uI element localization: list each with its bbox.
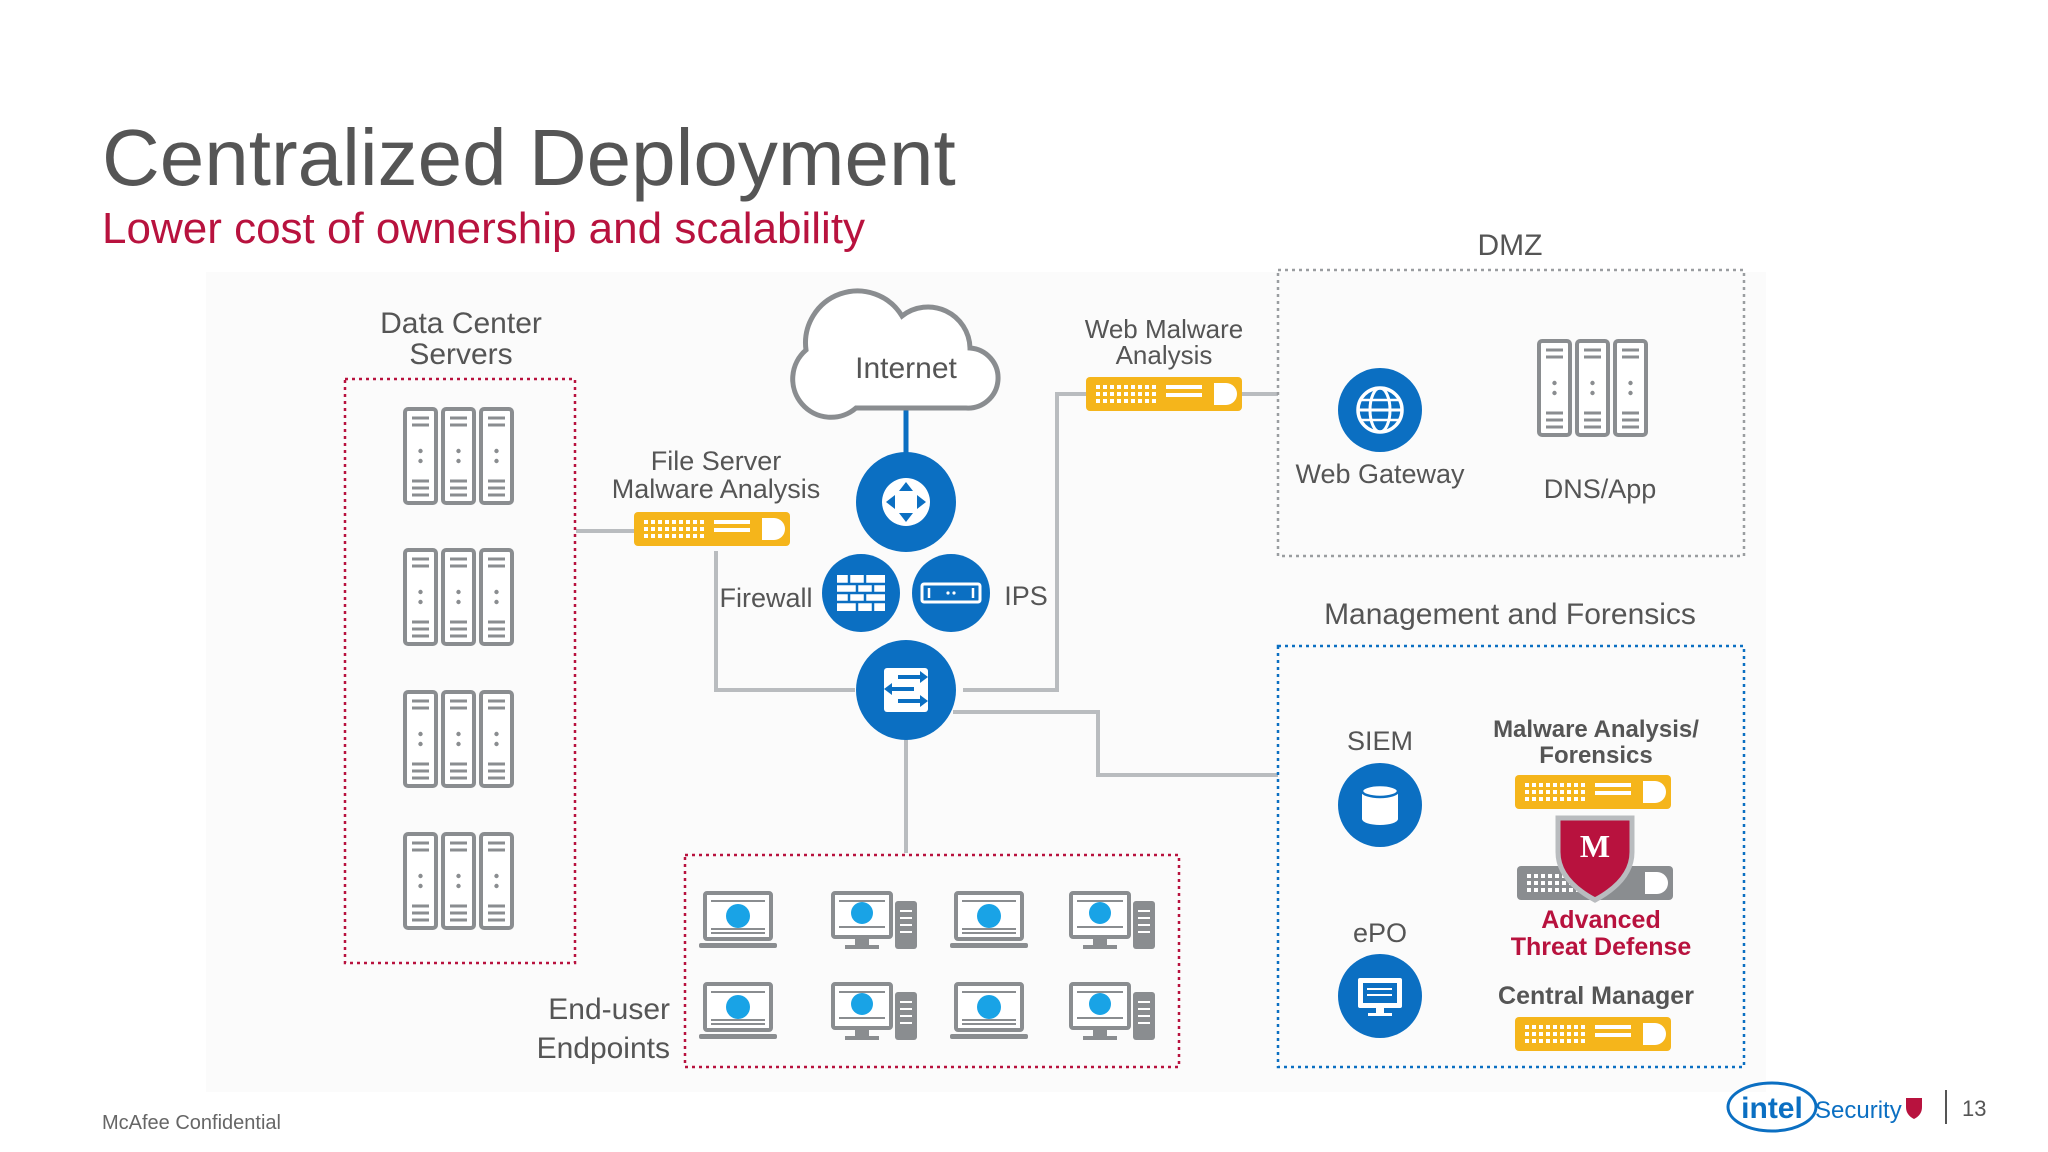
laptop-icon <box>948 982 1030 1041</box>
web-malware-label: Web Malware Analysis <box>1064 316 1264 368</box>
server-rack-icon <box>405 692 512 786</box>
web-gateway-label: Web Gateway <box>1295 459 1465 489</box>
internet-label: Internet <box>855 352 957 385</box>
monitor-icon <box>1338 954 1422 1038</box>
logo-suffix: Security <box>1815 1097 1902 1124</box>
file-server-label-line2: Malware Analysis <box>611 474 821 504</box>
endpoints-box <box>683 853 1181 1069</box>
dmz-box <box>1276 268 1746 558</box>
cloud-icon <box>790 288 1001 420</box>
mcafee-shield-icon: M <box>1555 815 1635 903</box>
web-malware-label-line2: Analysis <box>1115 340 1213 370</box>
server-rack-icon <box>405 550 512 644</box>
data-center-label-line1: Data Center <box>380 307 542 340</box>
laptop-icon <box>697 982 779 1041</box>
firewall-label: Firewall <box>719 583 813 613</box>
diagram-background <box>206 272 1766 1092</box>
data-center-box <box>343 377 577 965</box>
firewall-icon <box>822 554 900 632</box>
page-title: Centralized Deployment <box>102 113 956 202</box>
file-server-label: File Server Malware Analysis <box>606 447 826 503</box>
malware-analysis-appliance-icon <box>1515 775 1671 809</box>
malware-forensics-label: Malware Analysis/ Forensics <box>1476 717 1716 769</box>
server-rack-icon <box>405 834 512 928</box>
epo-label: ePO <box>1352 918 1408 948</box>
svg-text:M: M <box>1580 828 1610 864</box>
globe-icon <box>1338 368 1422 452</box>
confidential-note: McAfee Confidential <box>102 1112 281 1134</box>
endpoints-label-line1: End-user <box>548 993 670 1026</box>
laptop-icon <box>697 891 779 950</box>
logo-wordmark: intel <box>1741 1092 1803 1125</box>
management-box <box>1276 644 1746 1069</box>
file-server-label-line1: File Server <box>650 446 782 476</box>
intel-security-logo: intel Security <box>1726 1081 1922 1133</box>
atd-label-line1: Advanced <box>1541 906 1661 934</box>
atd-label-line2: Threat Defense <box>1510 933 1692 961</box>
endpoints-label-line2: Endpoints <box>536 1032 670 1065</box>
connector-lines <box>576 392 1278 853</box>
central-manager-label: Central Manager <box>1498 982 1694 1010</box>
endpoints-label: End-user Endpoints <box>520 990 670 1068</box>
router-icon <box>856 452 956 552</box>
atd-label: Advanced Threat Defense <box>1476 907 1726 961</box>
web-malware-label-line1: Web Malware <box>1084 314 1244 344</box>
data-center-label: Data Center Servers <box>366 308 556 370</box>
central-manager-appliance-icon <box>1515 1017 1671 1051</box>
malware-forensics-label-line2: Forensics <box>1539 742 1653 769</box>
siem-label: SIEM <box>1346 726 1413 756</box>
management-label: Management and Forensics <box>1324 598 1696 631</box>
file-server-appliance-icon <box>634 512 790 546</box>
dns-server-rack-icon <box>1539 341 1646 435</box>
laptop-icon <box>948 891 1030 950</box>
dns-app-label: DNS/App <box>1543 474 1657 504</box>
malware-forensics-label-line1: Malware Analysis/ <box>1493 716 1699 743</box>
data-center-label-line2: Servers <box>409 338 513 371</box>
page-subtitle: Lower cost of ownership and scalability <box>102 204 866 253</box>
dmz-label: DMZ <box>1477 229 1543 262</box>
web-malware-appliance-icon <box>1086 377 1242 411</box>
ips-label: IPS <box>1004 581 1048 611</box>
database-icon <box>1338 763 1422 847</box>
page-number: 13 <box>1962 1096 1987 1121</box>
switch-icon <box>856 640 956 740</box>
ips-icon <box>912 554 990 632</box>
server-rack-icon <box>405 409 512 503</box>
